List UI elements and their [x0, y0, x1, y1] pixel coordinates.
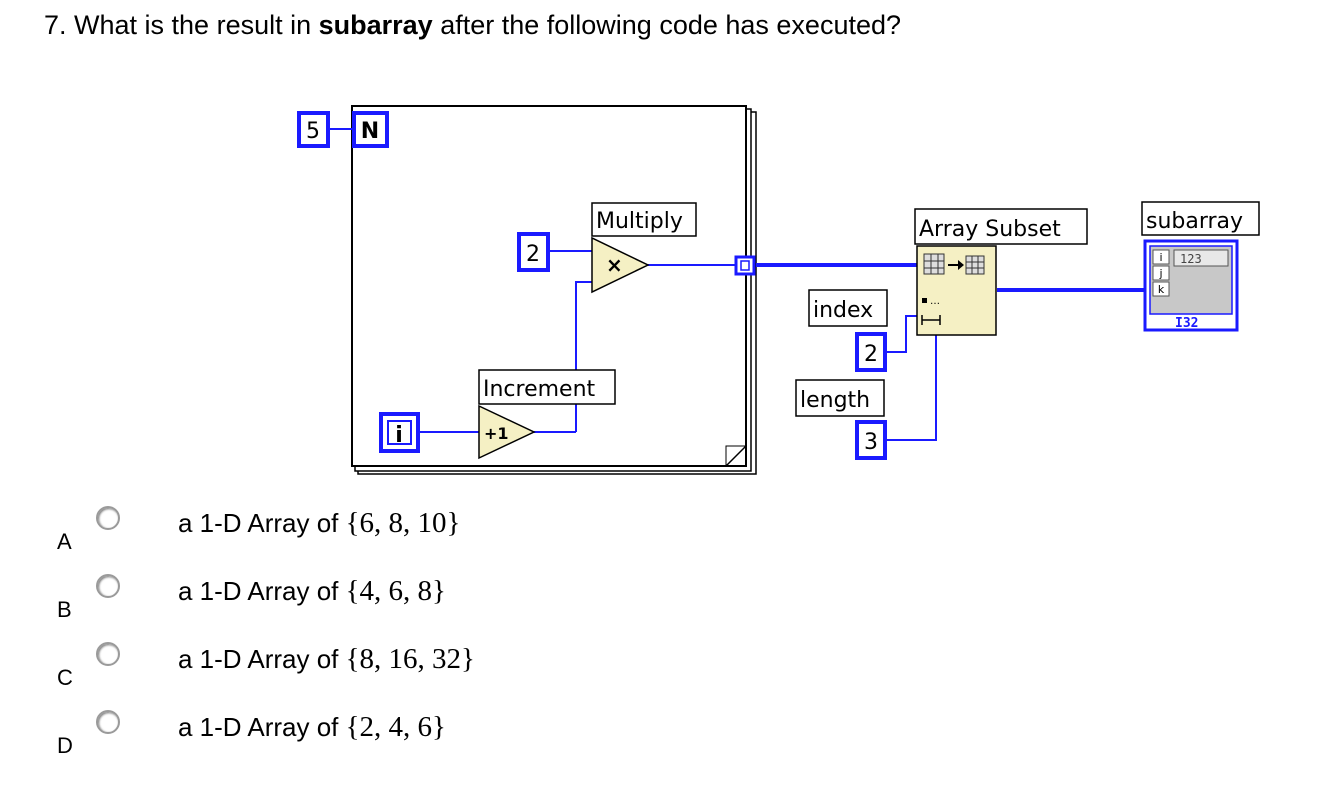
question-bold-term: subarray — [318, 10, 433, 40]
length-label: length — [800, 388, 870, 413]
option-b-text: a 1-D Array of {4, 6, 8} — [178, 575, 446, 607]
question-prefix: 7. What is the result in — [44, 10, 319, 40]
multiply-label: Multiply — [596, 209, 683, 234]
option-a-text: a 1-D Array of {6, 8, 10} — [178, 507, 461, 539]
option-d-letter: D — [57, 733, 73, 758]
constant-two-value: 2 — [526, 242, 540, 267]
svg-text:…: … — [930, 296, 940, 307]
indicator-type: I32 — [1175, 316, 1198, 331]
increment-node: Increment +1 — [478, 369, 616, 460]
loop-count-terminal: N — [352, 111, 389, 148]
option-d-text: a 1-D Array of {2, 4, 6} — [178, 711, 446, 743]
index-i: i — [1159, 251, 1162, 264]
labview-block-diagram: 5 N 2 Multiply × i Increment +1 index 2 — [297, 105, 1260, 475]
option-a-letter: A — [57, 529, 72, 554]
array-subset-label: Array Subset — [919, 217, 1061, 242]
index-control: index 2 — [808, 289, 888, 372]
subarray-label: subarray — [1146, 209, 1243, 234]
option-c[interactable]: C a 1-D Array of {8, 16, 32} — [0, 636, 700, 696]
index-k: k — [1158, 283, 1165, 296]
for-loop-structure — [351, 105, 757, 475]
option-a[interactable]: A a 1-D Array of {6, 8, 10} — [0, 500, 700, 560]
multiply-node: Multiply × — [591, 202, 697, 294]
loop-count-constant: 5 — [297, 111, 330, 148]
indicator-cell: 123 — [1180, 252, 1202, 266]
loop-count-value: 5 — [306, 119, 320, 144]
array-subset-node: Array Subset … — [914, 208, 1088, 336]
option-b-radio[interactable] — [96, 574, 120, 598]
constant-two: 2 — [517, 232, 550, 272]
loop-output-tunnel — [734, 255, 756, 276]
increment-symbol: +1 — [484, 424, 509, 443]
index-j: j — [1158, 267, 1162, 280]
length-value: 3 — [864, 430, 878, 455]
option-d[interactable]: D a 1-D Array of {2, 4, 6} — [0, 704, 700, 764]
loop-count-terminal-label: N — [361, 119, 379, 144]
subarray-indicator: subarray i j k 123 I32 — [1141, 201, 1260, 332]
option-b-letter: B — [57, 597, 72, 622]
option-c-letter: C — [57, 665, 73, 690]
multiply-symbol: × — [606, 253, 623, 277]
increment-label: Increment — [483, 377, 596, 402]
index-label: index — [813, 298, 873, 323]
option-c-text: a 1-D Array of {8, 16, 32} — [178, 643, 475, 675]
iteration-terminal: i — [379, 412, 420, 453]
iteration-terminal-label: i — [395, 423, 403, 448]
index-value: 2 — [864, 342, 878, 367]
option-c-radio[interactable] — [96, 642, 120, 666]
option-b[interactable]: B a 1-D Array of {4, 6, 8} — [0, 568, 700, 628]
question-suffix: after the following code has executed? — [432, 10, 902, 40]
question-text: 7. What is the result in subarray after … — [44, 10, 901, 41]
length-control: length 3 — [795, 379, 887, 460]
option-d-radio[interactable] — [96, 710, 120, 734]
option-a-radio[interactable] — [96, 506, 120, 530]
